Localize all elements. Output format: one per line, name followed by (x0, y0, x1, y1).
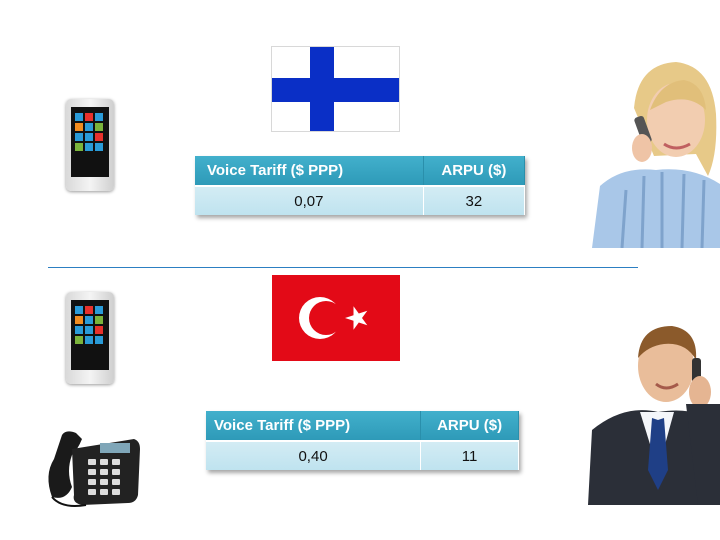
man-on-phone-photo (588, 326, 720, 505)
mobile-phone-icon (66, 99, 114, 191)
table-header-voice-tariff: Voice Tariff ($ PPP) (206, 411, 422, 440)
finland-flag (271, 46, 400, 132)
finland-tariff-table: Voice Tariff ($ PPP) ARPU ($) 0,07 32 (195, 156, 525, 215)
table-header-arpu: ARPU ($) (421, 411, 519, 440)
desk-phone-icon (48, 431, 140, 507)
table-cell-voice-tariff: 0,40 (206, 440, 422, 470)
table-header-arpu: ARPU ($) (423, 156, 525, 185)
table-cell-voice-tariff: 0,07 (195, 185, 424, 215)
turkey-flag (272, 275, 400, 361)
mobile-phone-icon (66, 292, 114, 384)
table-cell-arpu: 32 (423, 185, 525, 215)
section-divider (48, 267, 638, 268)
woman-on-phone-photo (592, 62, 720, 248)
table-cell-arpu: 11 (421, 440, 519, 470)
table-header-voice-tariff: Voice Tariff ($ PPP) (195, 156, 424, 185)
turkey-tariff-table: Voice Tariff ($ PPP) ARPU ($) 0,40 11 (206, 411, 519, 470)
